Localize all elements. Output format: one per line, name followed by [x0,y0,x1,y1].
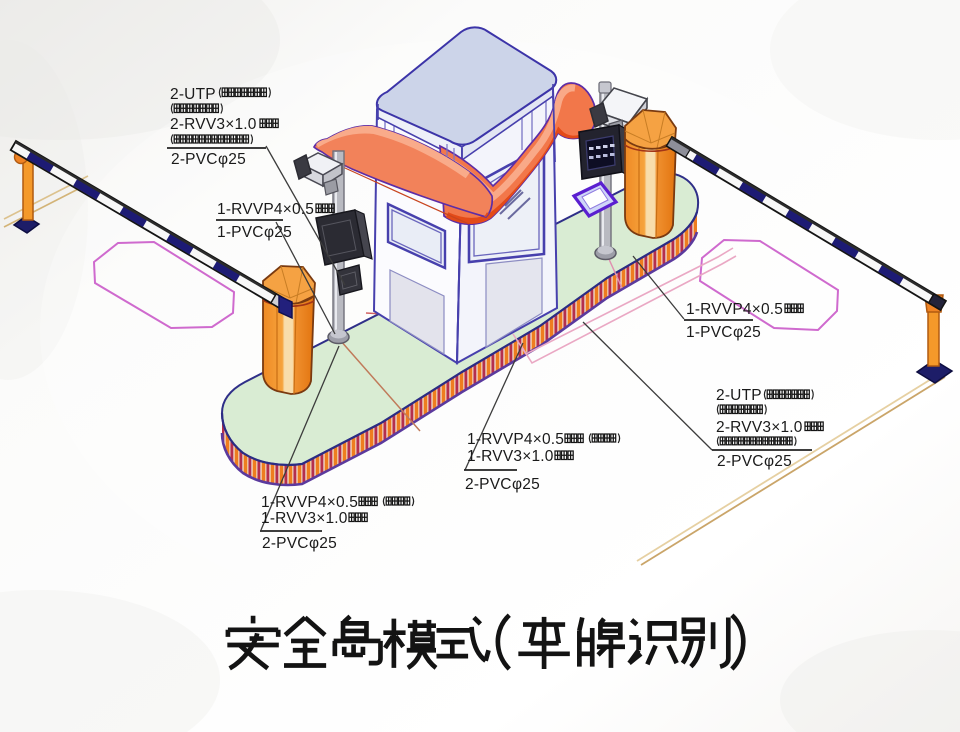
svg-text:φ25: φ25 [512,476,540,493]
svg-text:1-RVV3×1.0: 1-RVV3×1.0 [467,448,554,465]
svg-text:2-RVV3×1.0: 2-RVV3×1.0 [716,419,803,436]
svg-text:1-RVVP4×0.5: 1-RVVP4×0.5 [261,494,358,511]
svg-text:φ25: φ25 [218,151,246,168]
svg-text:φ25: φ25 [264,224,292,241]
svg-text:1-RVVP4×0.5: 1-RVVP4×0.5 [217,201,314,218]
svg-text:φ25: φ25 [764,453,792,470]
svg-text:2-UTP: 2-UTP [716,387,762,404]
svg-text:2-UTP: 2-UTP [170,86,216,103]
svg-text:1-PVC: 1-PVC [217,224,264,241]
svg-text:φ25: φ25 [309,535,337,552]
svg-text:2-PVC: 2-PVC [717,453,764,470]
svg-text:1-PVC: 1-PVC [686,324,733,341]
svg-text:1-RVVP4×0.5: 1-RVVP4×0.5 [686,301,783,318]
svg-text:2-RVV3×1.0: 2-RVV3×1.0 [170,116,257,133]
svg-text:φ25: φ25 [733,324,761,341]
svg-text:2-PVC: 2-PVC [262,535,309,552]
svg-text:2-PVC: 2-PVC [465,476,512,493]
svg-text:2-PVC: 2-PVC [171,151,218,168]
svg-text:1-RVV3×1.0: 1-RVV3×1.0 [261,510,348,527]
svg-text:1-RVVP4×0.5: 1-RVVP4×0.5 [467,431,564,448]
